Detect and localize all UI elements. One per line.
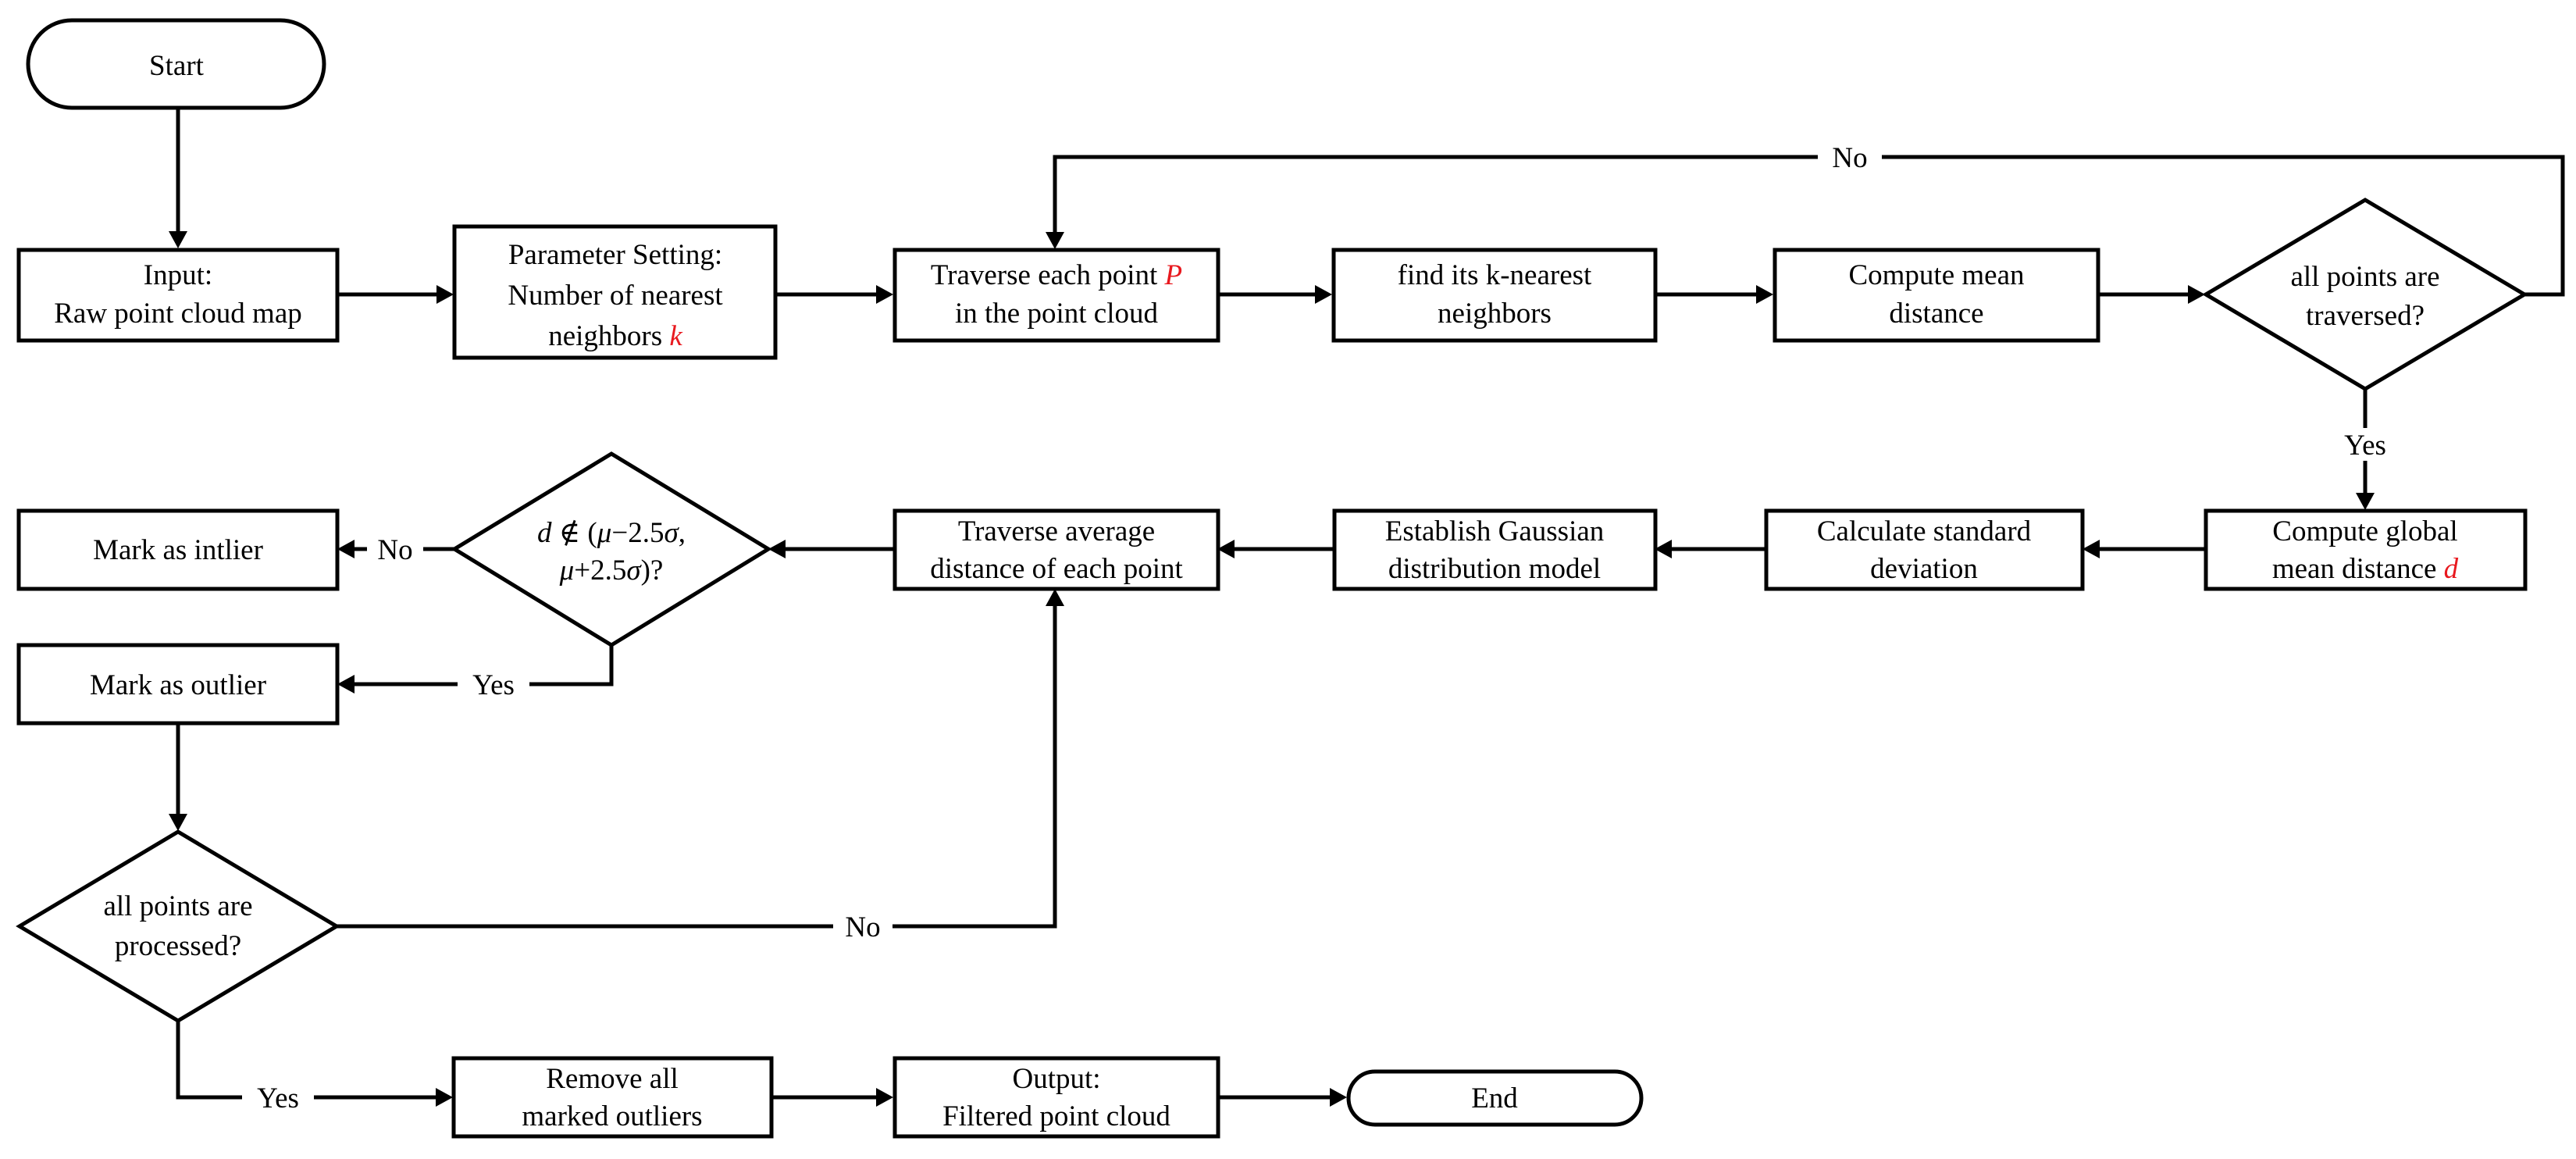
- label-processed-no: No: [845, 911, 880, 943]
- arrowhead: [436, 1088, 453, 1107]
- dectrav-line1: all points are: [2290, 261, 2439, 293]
- decproc-line1: all points are: [103, 890, 252, 922]
- traverse-line1: Traverse each point P: [931, 259, 1182, 291]
- decrange-line1: d ∉ (μ−2.5σ,: [537, 517, 686, 549]
- arrowhead: [1655, 540, 1672, 558]
- node-decision-processed: all points are processed?: [16, 829, 340, 1023]
- gauss-line1: Establish Gaussian: [1385, 515, 1605, 547]
- param-var-k: k: [669, 320, 682, 352]
- label-range-no: No: [377, 534, 412, 566]
- node-start: Start: [26, 18, 326, 110]
- node-traverse-points: Traverse each point P in the point cloud: [893, 248, 1220, 343]
- arrowhead: [2356, 493, 2375, 510]
- global-var-d: d: [2444, 553, 2459, 585]
- global-line2: mean distance d: [2272, 553, 2459, 585]
- travavg-line2: distance of each point: [930, 553, 1183, 585]
- travavg-line1: Traverse average: [958, 515, 1155, 547]
- std-line1: Calculate standard: [1817, 515, 2032, 547]
- node-output: Output: Filtered point cloud: [893, 1056, 1220, 1139]
- dectrav-line2: traversed?: [2306, 300, 2425, 332]
- node-parameter-setting: Parameter Setting: Number of nearest nei…: [452, 224, 778, 360]
- arrowhead: [1330, 1088, 1347, 1107]
- edge-range-yes: [352, 645, 614, 686]
- traverse-var-p: P: [1164, 259, 1183, 291]
- gauss-line2: distribution model: [1388, 553, 1601, 585]
- arrowhead: [876, 285, 893, 304]
- arrowhead: [2083, 540, 2100, 558]
- arrowhead: [1046, 589, 1064, 606]
- arrowhead: [1315, 285, 1332, 304]
- arrowhead: [169, 231, 187, 248]
- std-line2: deviation: [1870, 553, 1978, 585]
- node-knn: find its k-nearest neighbors: [1331, 248, 1658, 343]
- param-line1: Parameter Setting:: [508, 239, 722, 271]
- output-line1: Output:: [1012, 1063, 1100, 1095]
- label-processed-yes: Yes: [257, 1082, 299, 1114]
- param-line3: neighbors k: [548, 320, 682, 352]
- node-global-mean: Compute global mean distance d: [2204, 508, 2528, 591]
- arrowhead: [337, 540, 355, 558]
- inlier-label: Mark as intlier: [93, 534, 263, 566]
- global-line1: Compute global: [2272, 515, 2457, 547]
- mean-line1: Compute mean: [1848, 259, 2024, 291]
- label-traversed-yes: Yes: [2344, 430, 2386, 462]
- node-traverse-average: Traverse average distance of each point: [893, 508, 1220, 591]
- arrowhead: [1217, 540, 1235, 558]
- remove-line2: marked outliers: [522, 1100, 702, 1132]
- input-line2: Raw point cloud map: [54, 298, 302, 330]
- decproc-line2: processed?: [115, 930, 241, 962]
- end-label: End: [1471, 1082, 1518, 1114]
- node-mark-inlier: Mark as intlier: [16, 508, 340, 591]
- arrowhead: [436, 285, 454, 304]
- arrowhead: [1756, 285, 1773, 304]
- edges: No Yes No Yes No: [169, 108, 2565, 1114]
- mean-line2: distance: [1889, 298, 1983, 330]
- knn-line1: find its k-nearest: [1398, 259, 1592, 291]
- node-decision-range: d ∉ (μ−2.5σ, μ+2.5σ)?: [451, 451, 772, 647]
- node-decision-traversed: all points are traversed?: [2202, 198, 2528, 391]
- param-line2: Number of nearest: [508, 280, 723, 312]
- arrowhead: [768, 540, 786, 558]
- input-line1: Input:: [144, 259, 212, 291]
- arrowhead: [1046, 232, 1064, 249]
- arrowhead: [169, 814, 187, 831]
- knn-line2: neighbors: [1438, 298, 1552, 330]
- edge-processed-no: [337, 604, 1057, 929]
- node-remove-outliers: Remove all marked outliers: [451, 1056, 774, 1139]
- arrowhead: [876, 1088, 893, 1107]
- node-gaussian-model: Establish Gaussian distribution model: [1332, 508, 1658, 591]
- node-compute-mean: Compute mean distance: [1773, 248, 2100, 343]
- decrange-line2: μ+2.5σ)?: [559, 555, 664, 587]
- edge-processed-yes: [176, 1021, 438, 1100]
- arrowhead: [337, 675, 355, 694]
- node-mark-outlier: Mark as outlier: [16, 643, 340, 726]
- arrowhead: [2188, 285, 2205, 304]
- node-std-deviation: Calculate standard deviation: [1764, 508, 2085, 591]
- output-line2: Filtered point cloud: [942, 1100, 1170, 1132]
- node-input: Input: Raw point cloud map: [16, 248, 340, 343]
- node-end: End: [1346, 1069, 1644, 1127]
- remove-line1: Remove all: [546, 1063, 679, 1095]
- start-label: Start: [149, 50, 205, 82]
- traverse-line2: in the point cloud: [955, 298, 1158, 330]
- label-range-yes: Yes: [472, 669, 515, 701]
- outlier-label: Mark as outlier: [90, 669, 266, 701]
- label-traversed-no: No: [1832, 142, 1867, 174]
- edge-traversed-no: [1053, 155, 2565, 297]
